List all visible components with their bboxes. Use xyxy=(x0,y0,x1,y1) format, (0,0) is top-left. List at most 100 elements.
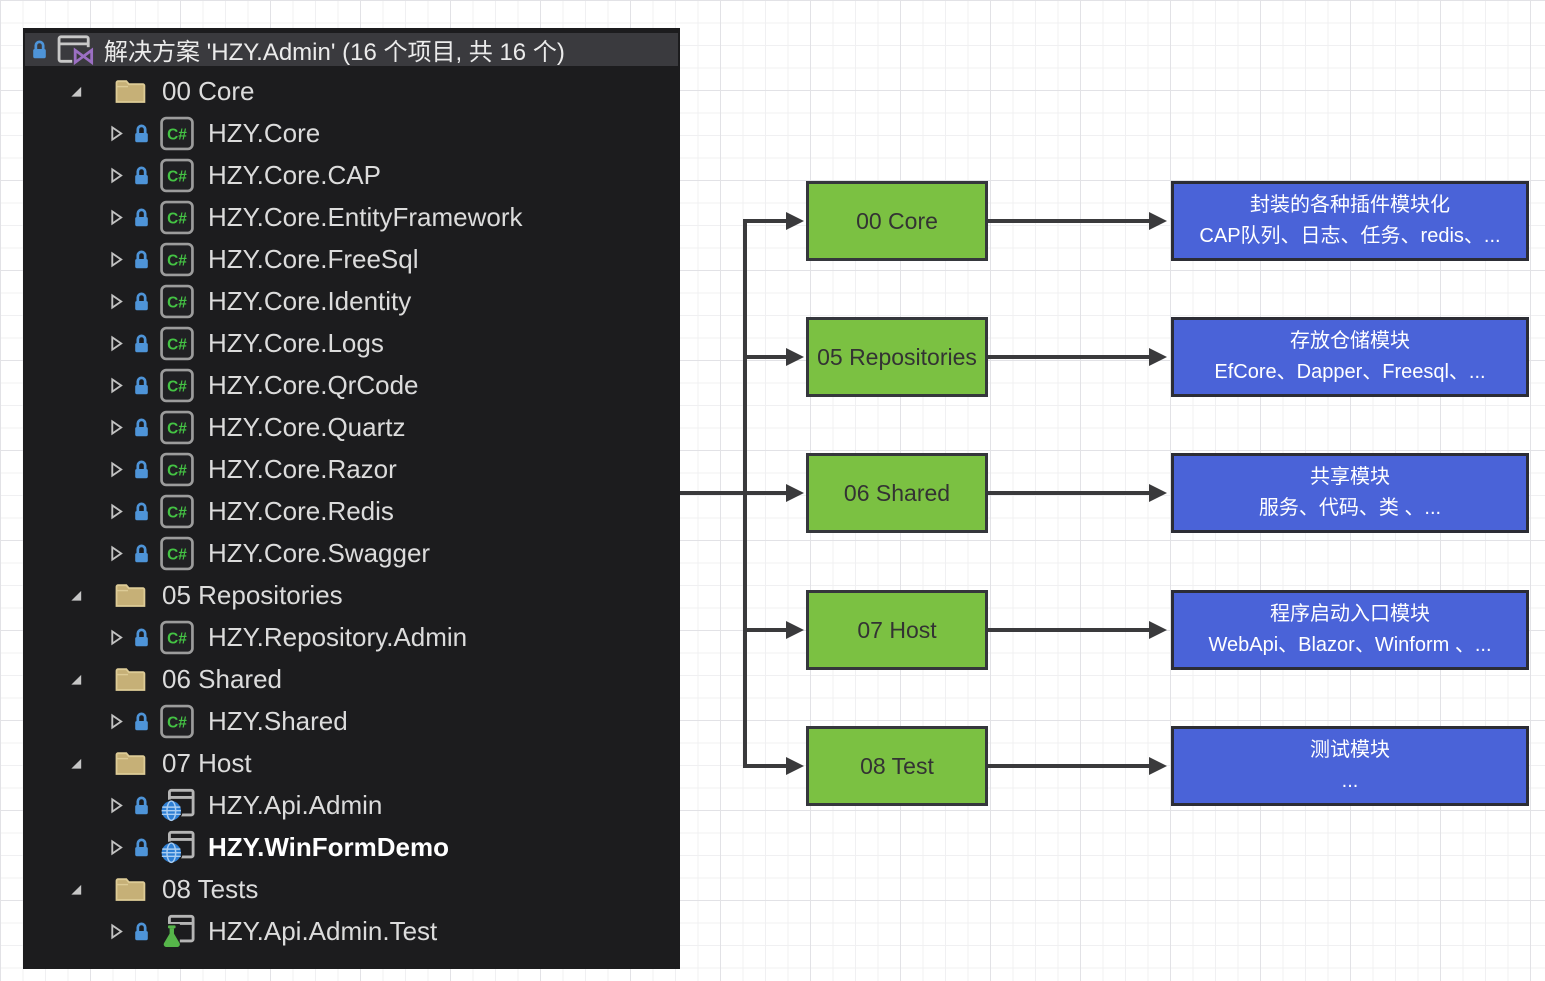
desc-line1: 存放仓储模块 xyxy=(1290,330,1410,352)
module-label: 00 Core xyxy=(856,207,938,234)
desc-line2: WebApi、Blazor、Winform 、... xyxy=(1208,634,1492,656)
chevron-collapsed-icon[interactable] xyxy=(109,923,124,940)
chevron-expanded-icon[interactable] xyxy=(69,671,84,688)
chevron-collapsed-icon[interactable] xyxy=(109,461,124,478)
desc-line1: 封装的各种插件模块化 xyxy=(1250,194,1450,216)
tree-item[interactable]: HZY.Core.QrCode xyxy=(23,364,680,406)
tree-item[interactable]: HZY.Core.Redis xyxy=(23,490,680,532)
module-label: 07 Host xyxy=(857,616,937,643)
solution-explorer-panel: 解决方案 'HZY.Admin' (16 个项目, 共 16 个) 00 Cor… xyxy=(23,28,680,969)
folder-icon xyxy=(115,666,146,692)
module-box-05-repositories: 05 Repositories xyxy=(806,317,988,397)
chevron-collapsed-icon[interactable] xyxy=(109,125,124,142)
tree-item-label: HZY.Core.Redis xyxy=(208,495,394,526)
chevron-collapsed-icon[interactable] xyxy=(109,545,124,562)
tree-item[interactable]: HZY.Core.Razor xyxy=(23,448,680,490)
chevron-collapsed-icon[interactable] xyxy=(109,503,124,520)
tree-item[interactable]: HZY.Shared xyxy=(23,700,680,742)
desc-box-05-repositories: 存放仓储模块 EfCore、Dapper、Freesql、... xyxy=(1171,317,1529,397)
chevron-collapsed-icon[interactable] xyxy=(109,839,124,856)
tree-item-label: HZY.Core.FreeSql xyxy=(208,243,419,274)
csharp-project-icon xyxy=(159,410,195,445)
desc-box-08-test: 测试模块 ... xyxy=(1171,726,1529,806)
lock-icon xyxy=(133,837,150,858)
chevron-collapsed-icon[interactable] xyxy=(109,293,124,310)
tree-item-label: HZY.Api.Admin xyxy=(208,789,383,820)
chevron-collapsed-icon[interactable] xyxy=(109,419,124,436)
solution-title: 解决方案 'HZY.Admin' (16 个项目, 共 16 个) xyxy=(104,39,565,66)
tree-item[interactable]: HZY.Api.Admin xyxy=(23,784,680,826)
tree-item-label: HZY.WinFormDemo xyxy=(208,831,449,862)
tree-item[interactable]: HZY.Core.Logs xyxy=(23,322,680,364)
solution-header-row[interactable]: 解决方案 'HZY.Admin' (16 个项目, 共 16 个) xyxy=(25,33,678,66)
csharp-project-icon xyxy=(159,494,195,529)
csharp-project-icon xyxy=(159,242,195,277)
lock-icon xyxy=(133,711,150,732)
tree-item[interactable]: 05 Repositories xyxy=(23,574,680,616)
lock-icon xyxy=(133,375,150,396)
chevron-expanded-icon[interactable] xyxy=(69,587,84,604)
chevron-collapsed-icon[interactable] xyxy=(109,377,124,394)
chevron-expanded-icon[interactable] xyxy=(69,755,84,772)
desc-box-06-shared: 共享模块 服务、代码、类 、... xyxy=(1171,453,1529,533)
tree-item-label: HZY.Core.Swagger xyxy=(208,537,431,568)
csharp-project-icon xyxy=(159,368,195,403)
tree-item-label: HZY.Core.Identity xyxy=(208,285,412,316)
desc-line2: EfCore、Dapper、Freesql、... xyxy=(1214,361,1486,383)
tree-item[interactable]: 06 Shared xyxy=(23,658,680,700)
lock-icon xyxy=(133,417,150,438)
desc-box-07-host: 程序启动入口模块 WebApi、Blazor、Winform 、... xyxy=(1171,590,1529,670)
tree-item-label: 00 Core xyxy=(162,75,255,106)
chevron-collapsed-icon[interactable] xyxy=(109,209,124,226)
csharp-project-icon xyxy=(159,704,195,739)
chevron-collapsed-icon[interactable] xyxy=(109,629,124,646)
folder-icon xyxy=(115,582,146,608)
lock-icon xyxy=(133,501,150,522)
tree-item-label: HZY.Core.Logs xyxy=(208,327,384,358)
chevron-collapsed-icon[interactable] xyxy=(109,797,124,814)
chevron-expanded-icon[interactable] xyxy=(69,881,84,898)
tree-item-label: HZY.Core.Quartz xyxy=(208,411,406,442)
tree-item[interactable]: HZY.Repository.Admin xyxy=(23,616,680,658)
tree-item[interactable]: HZY.WinFormDemo xyxy=(23,826,680,868)
chevron-collapsed-icon[interactable] xyxy=(109,251,124,268)
tree-item[interactable]: HZY.Core.Swagger xyxy=(23,532,680,574)
chevron-collapsed-icon[interactable] xyxy=(109,167,124,184)
tree-item[interactable]: HZY.Core.CAP xyxy=(23,154,680,196)
lock-icon xyxy=(133,249,150,270)
desc-line2: ... xyxy=(1341,770,1359,792)
chevron-collapsed-icon[interactable] xyxy=(109,713,124,730)
csharp-project-icon xyxy=(159,326,195,361)
chevron-expanded-icon[interactable] xyxy=(69,83,84,100)
chevron-collapsed-icon[interactable] xyxy=(109,335,124,352)
lock-icon xyxy=(133,921,150,942)
tree-item[interactable]: HZY.Core xyxy=(23,112,680,154)
tree-item[interactable]: HZY.Api.Admin.Test xyxy=(23,910,680,952)
web-project-icon xyxy=(159,830,195,865)
lock-icon xyxy=(133,207,150,228)
tree-item[interactable]: 08 Tests xyxy=(23,868,680,910)
module-box-06-shared: 06 Shared xyxy=(806,453,988,533)
desc-line1: 共享模块 xyxy=(1310,466,1390,488)
lock-icon xyxy=(133,627,150,648)
module-label: 06 Shared xyxy=(843,479,951,506)
module-label: 05 Repositories xyxy=(817,343,977,370)
module-box-00-core: 00 Core xyxy=(806,181,988,261)
tree-item[interactable]: HZY.Core.EntityFramework xyxy=(23,196,680,238)
lock-icon xyxy=(133,165,150,186)
solution-icon xyxy=(57,34,95,66)
csharp-project-icon xyxy=(159,158,195,193)
desc-line2: 服务、代码、类 、... xyxy=(1258,497,1442,519)
tree-item[interactable]: 07 Host xyxy=(23,742,680,784)
tree-item[interactable]: HZY.Core.Quartz xyxy=(23,406,680,448)
tree-item-label: HZY.Shared xyxy=(208,705,348,736)
folder-icon xyxy=(115,876,146,902)
tree-item[interactable]: 00 Core xyxy=(23,70,680,112)
tree-item[interactable]: HZY.Core.Identity xyxy=(23,280,680,322)
lock-icon xyxy=(133,543,150,564)
csharp-project-icon xyxy=(159,116,195,151)
tree-item-label: 05 Repositories xyxy=(162,579,343,610)
tree-item[interactable]: HZY.Core.FreeSql xyxy=(23,238,680,280)
folder-icon xyxy=(115,78,146,104)
